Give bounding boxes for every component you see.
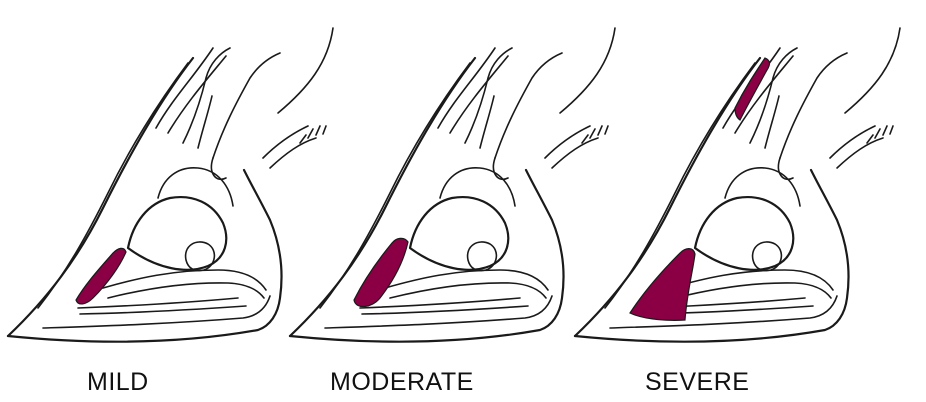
label-severe: SEVERE bbox=[645, 368, 749, 397]
moderate-hoof bbox=[290, 28, 615, 342]
label-mild: MILD bbox=[87, 368, 149, 397]
severe-hoof bbox=[575, 28, 900, 342]
label-moderate: MODERATE bbox=[330, 368, 474, 397]
mild-hoof bbox=[8, 28, 333, 342]
